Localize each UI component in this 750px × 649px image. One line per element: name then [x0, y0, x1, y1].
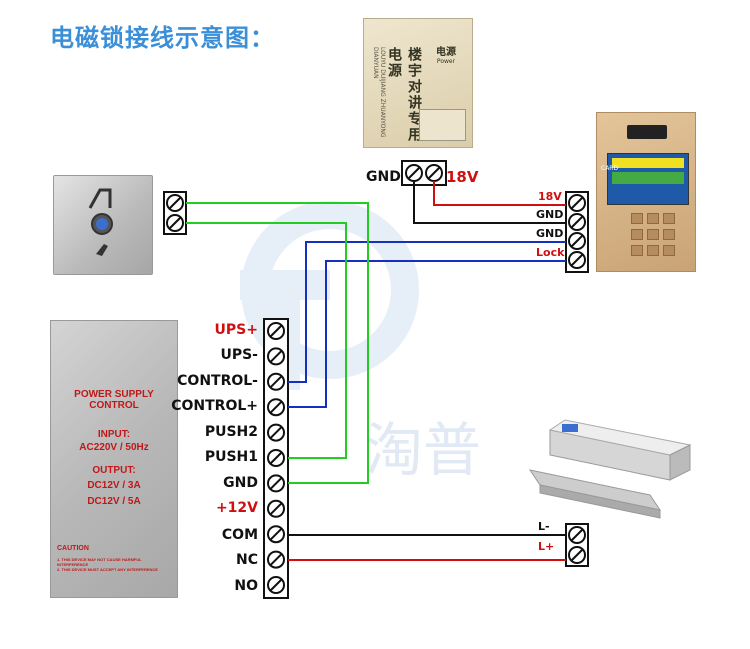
screw-slot: [269, 425, 283, 440]
term-push1: PUSH1: [204, 449, 258, 465]
magnetic-lock: [528, 419, 692, 519]
wire-gnd-black: [413, 181, 566, 224]
screw-slot: [269, 578, 283, 592]
power-supply-pinyin: LOUYU DUIJIANG ZHUANYONG DIANYUAN: [372, 47, 386, 138]
lock-l-plus-label: L+: [538, 540, 554, 553]
caution-1: 1. THIS DEVICE MAY NOT CAUSE HARMFUL INT…: [57, 557, 142, 567]
output-2: DC12V / 5A: [87, 496, 141, 507]
intercom-18v-label: 18V: [538, 190, 562, 203]
intercom-lock-label: Lock: [536, 246, 565, 259]
watermark-logo: 淘普: [240, 201, 481, 484]
input-label: INPUT:: [97, 429, 131, 440]
screw-slot: [269, 400, 283, 414]
power-supply-unit: LOUYU DUIJIANG ZHUANYONG DIANYUAN 楼宇对讲专用…: [363, 18, 473, 148]
term-plus-12v: +12V: [215, 500, 258, 516]
screw-slot: [269, 451, 283, 465]
term-nc: NC: [236, 552, 258, 568]
screw-slot: [269, 476, 283, 491]
term-control-minus: CONTROL-: [177, 373, 258, 389]
screw-slot: [269, 375, 283, 389]
wire-18v-red: [433, 181, 566, 206]
wire-gnd-green: [186, 202, 369, 484]
wire-control-blue-1: [288, 241, 566, 383]
term-no: NO: [234, 578, 258, 594]
term-ups-minus: UPS-: [220, 347, 258, 363]
exit-button-icon: [88, 188, 113, 256]
watermark-text: 淘普: [365, 416, 481, 484]
term-control-plus: CONTROL+: [171, 398, 258, 414]
power-supply-cn-label: 楼宇对讲专用电源: [386, 47, 422, 143]
term-push2: PUSH2: [204, 424, 258, 440]
camera-icon: [627, 125, 667, 139]
power-supply-control-box: POWER SUPPLY CONTROL INPUT: AC220V / 50H…: [50, 320, 178, 598]
exit-button-terminal-block: [163, 191, 187, 235]
intercom-screen: [607, 153, 689, 205]
control-box-title: POWER SUPPLY CONTROL: [74, 389, 154, 411]
wire-control-blue-2: [288, 260, 566, 408]
output-label: OUTPUT:: [92, 465, 136, 476]
screw-slot: [269, 349, 283, 364]
term-ups-plus: UPS+: [214, 322, 258, 338]
term-gnd: GND: [223, 475, 258, 491]
screw-slot: [269, 552, 283, 567]
power-supply-sticker: [419, 109, 466, 141]
caution-title: CAUTION: [57, 545, 89, 552]
intercom-terminal-block: [565, 191, 589, 273]
lock-terminal-block: [565, 523, 589, 567]
intercom-gnd2-label: GND: [536, 227, 563, 240]
diagram-title: 电磁锁接线示意图：: [50, 24, 275, 52]
controller-terminal-block: [263, 318, 289, 599]
intercom-panel: CARD: [596, 112, 696, 272]
power-supply-badge: 电源 Power: [436, 47, 456, 65]
psu-gnd-label: GND: [366, 169, 401, 185]
lock-l-minus-label: L-: [538, 520, 550, 533]
screw-slot: [269, 502, 283, 516]
output-1: DC12V / 3A: [87, 480, 141, 491]
screw-slot: [269, 324, 283, 338]
wire-push1-green: [186, 222, 347, 459]
intercom-gnd1-label: GND: [536, 208, 563, 221]
screw-slot: [269, 527, 283, 541]
term-com: COM: [221, 527, 258, 543]
power-supply-terminal-block: [401, 160, 447, 186]
caution-2: 2. THIS DEVICE MUST ACCEPT ANY INTERFERE…: [57, 567, 158, 572]
exit-button-panel: [53, 175, 153, 275]
card-label: CARD: [601, 165, 619, 172]
input-value: AC220V / 50Hz: [79, 442, 149, 453]
psu-18v-label: 18V: [446, 168, 479, 186]
